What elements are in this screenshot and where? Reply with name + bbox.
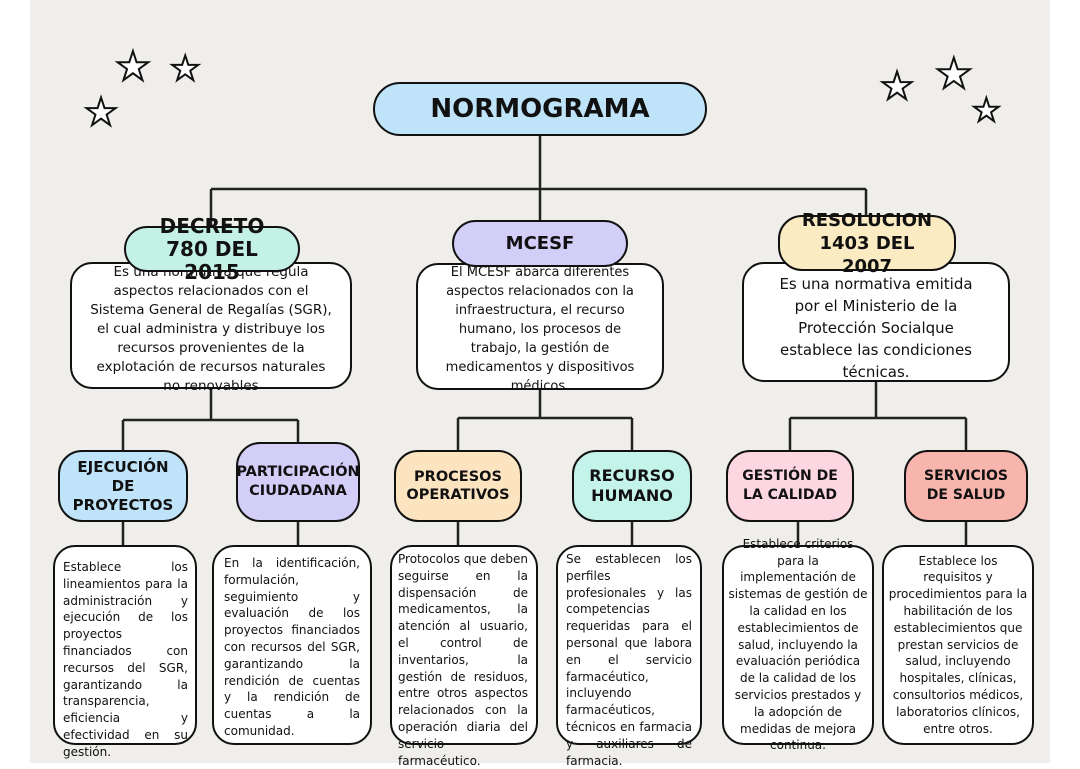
procesos-title: PROCESOS OPERATIVOS — [394, 450, 522, 522]
recurso-title: RECURSO HUMANO — [572, 450, 692, 522]
star-icon: ★ — [83, 90, 119, 134]
star-icon: ★ — [114, 44, 152, 90]
resolucion-title: RESOLUCION 1403 DEL 2007 — [778, 210, 956, 277]
ejecucion-description: Establece los lineamientos para la admin… — [53, 545, 197, 759]
recurso-description: Se establecen los perfiles profesionales… — [556, 545, 702, 768]
star-icon: ★ — [879, 64, 915, 108]
decreto-description: Es una normativa que regula aspectos rel… — [70, 262, 352, 394]
gestion-description: Establece criterios para la implementaci… — [722, 537, 874, 752]
root-title: NORMOGRAMA — [373, 82, 707, 136]
mcesf-title: MCESF — [452, 220, 628, 267]
servicios-description: Establece los requisitos y procedimiento… — [882, 545, 1034, 745]
ejecucion-title: EJECUCIÓN DE PROYECTOS — [58, 450, 188, 522]
mcesf-description: El MCESF abarca diferentes aspectos rela… — [416, 263, 664, 394]
gestion-title: GESTIÓN DE LA CALIDAD — [726, 450, 854, 522]
decreto-title: DECRETO 780 DEL 2015 — [124, 214, 300, 283]
procesos-description: Protocolos que deben seguirse en la disp… — [390, 545, 538, 768]
star-icon: ★ — [934, 49, 974, 98]
participacion-title: PARTICIPACIÓN CIUDADANA — [236, 442, 360, 522]
star-icon: ★ — [971, 91, 1002, 129]
participacion-description: En la identificación, formulación, segui… — [212, 545, 372, 745]
star-icon: ★ — [169, 49, 202, 89]
resolucion-description: Es una normativa emitida por el Minister… — [742, 262, 1010, 382]
servicios-title: SERVICIOS DE SALUD — [904, 450, 1028, 522]
